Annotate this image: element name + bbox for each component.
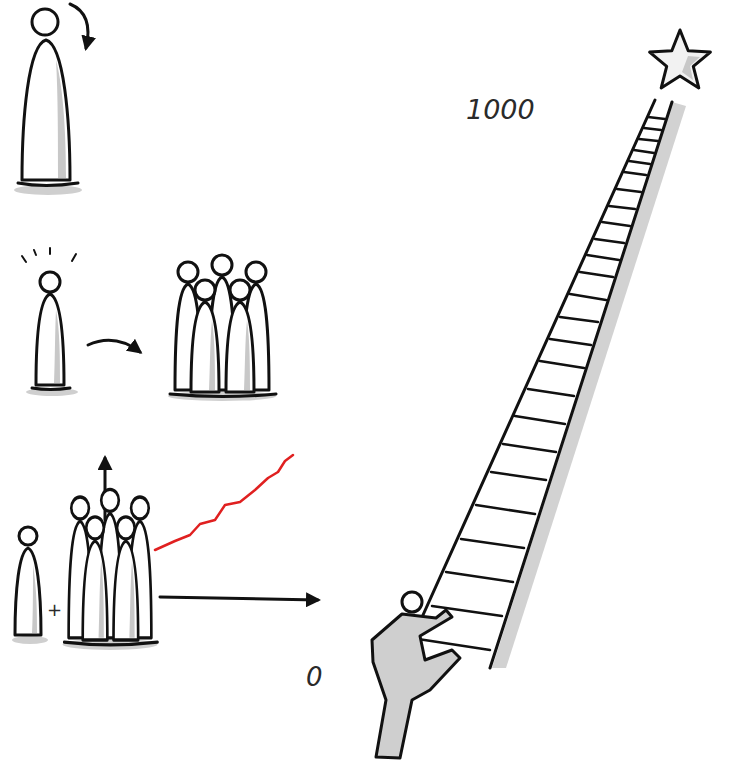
ladder-rung — [629, 161, 650, 164]
ladder-rung — [644, 128, 661, 130]
ladder-rung — [634, 150, 654, 153]
ladder-rung — [639, 139, 658, 141]
person-figure — [22, 40, 70, 180]
flow-arrow — [88, 340, 140, 352]
ladder-rung — [476, 505, 535, 514]
shadow — [26, 388, 78, 396]
shadow — [168, 391, 276, 401]
ladder-rung — [418, 639, 490, 650]
ladder-rung — [609, 206, 635, 209]
shadow — [12, 636, 48, 644]
crowd-group — [168, 255, 276, 401]
ladder-rail — [405, 100, 655, 655]
figure-head — [195, 280, 215, 300]
ladder-rung — [540, 361, 584, 368]
climbing-person — [372, 610, 460, 758]
sketch-label: 0 — [306, 664, 323, 690]
ladder-rung — [560, 317, 598, 322]
ladder-rung — [617, 189, 641, 192]
sketch-label: 1000 — [466, 96, 535, 123]
figure-head — [402, 592, 422, 612]
figure-shading — [244, 320, 250, 390]
ladder-rung — [550, 339, 591, 345]
ladder-rung — [528, 389, 574, 396]
figure-head — [212, 255, 232, 275]
ladder-rung — [624, 172, 646, 175]
figure-head — [19, 527, 37, 545]
figure-head — [246, 262, 266, 282]
person-figure — [243, 284, 269, 390]
ladder-rung — [570, 294, 606, 300]
ladder-rung — [602, 222, 630, 226]
figure-head — [178, 262, 198, 282]
person-figure — [36, 294, 64, 385]
ladder-rung — [580, 272, 613, 277]
figure-shading — [54, 310, 60, 383]
figure-base — [32, 388, 70, 390]
figure-shading — [56, 60, 66, 178]
person-figure — [15, 548, 41, 635]
ladder-rung — [503, 444, 556, 452]
turn-arrow — [70, 4, 88, 48]
person-figure — [226, 302, 254, 392]
ladder-rung — [587, 255, 619, 260]
idea-rays — [22, 248, 76, 262]
ladder-rungs — [418, 117, 665, 650]
star-shading — [682, 56, 700, 80]
ladder-shadow — [492, 102, 686, 668]
ladder-rung — [491, 472, 546, 480]
figure-shading — [32, 565, 37, 633]
figure-base — [18, 183, 78, 186]
growth-line — [155, 455, 293, 550]
figure-shading — [209, 320, 215, 390]
ladder-rung — [446, 572, 513, 582]
figure-head — [230, 280, 250, 300]
crowd-group — [62, 489, 157, 650]
ladder-rail — [490, 102, 672, 668]
ladder-rung — [595, 239, 624, 243]
figure-head — [32, 9, 58, 35]
ladder-rung — [515, 416, 565, 424]
person-figure — [191, 302, 219, 392]
flow-arrow — [160, 597, 318, 600]
figure-base — [170, 394, 276, 397]
figure-head — [40, 272, 60, 292]
sketch-label: + — [47, 601, 62, 619]
ladder-rung — [461, 539, 524, 548]
ladder-rung — [648, 117, 665, 119]
goal-star — [650, 30, 711, 88]
